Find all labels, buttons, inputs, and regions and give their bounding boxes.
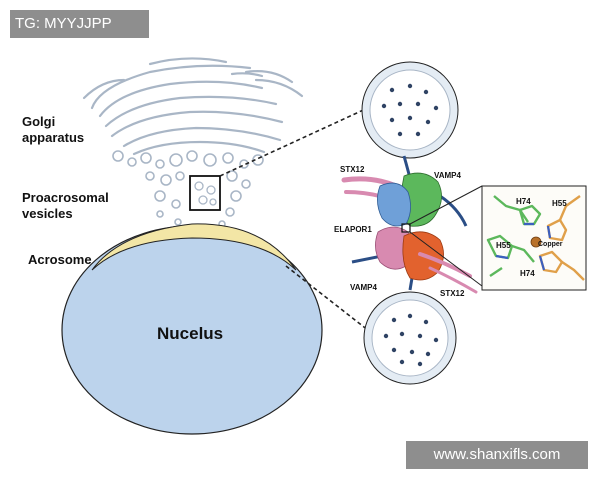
label-stx12-bottom: STX12 [440, 289, 465, 298]
label-vesicles-line1: Proacrosomal [22, 190, 109, 205]
zoom-line-bottom [285, 265, 379, 339]
acrosome [91, 223, 297, 271]
copper-atom [530, 236, 542, 248]
watermark-bottom: www.shanxifls.com [406, 441, 588, 469]
inset-label-h74-top: H74 [516, 197, 531, 206]
watermark-top: TG: MYYJJPP [10, 10, 149, 38]
inset-label-h74-bottom: H74 [520, 269, 535, 278]
inset-line-bottom [409, 231, 483, 287]
label-vesicles-line2: vesicles [22, 206, 73, 221]
inset-line-top [409, 185, 483, 225]
proacrosomal-vesicles [112, 150, 264, 228]
label-nucleus: Nucelus [157, 324, 223, 343]
zoom-selection-box [189, 175, 221, 211]
vesicle-top [361, 61, 459, 159]
boxed-vesicles [194, 181, 217, 206]
golgi-apparatus [82, 57, 304, 156]
vesicle-bottom [363, 291, 457, 385]
label-vamp4-bottom: VAMP4 [350, 283, 378, 292]
copper-binding-inset: H74 H55 H55 Copper H74 [481, 185, 587, 291]
label-golgi-line2: apparatus [22, 130, 84, 145]
label-elapor1: ELAPOR1 [334, 225, 372, 234]
inset-label-h55-top: H55 [552, 199, 567, 208]
inset-label-copper: Copper [538, 241, 563, 248]
inset-label-h55-bottom: H55 [496, 241, 511, 250]
label-acrosome: Acrosome [28, 252, 92, 267]
protein-blue-domain [377, 182, 411, 227]
label-stx12-top: STX12 [340, 165, 365, 174]
label-golgi-line1: Golgi [22, 114, 55, 129]
label-vamp4-top: VAMP4 [434, 171, 462, 180]
